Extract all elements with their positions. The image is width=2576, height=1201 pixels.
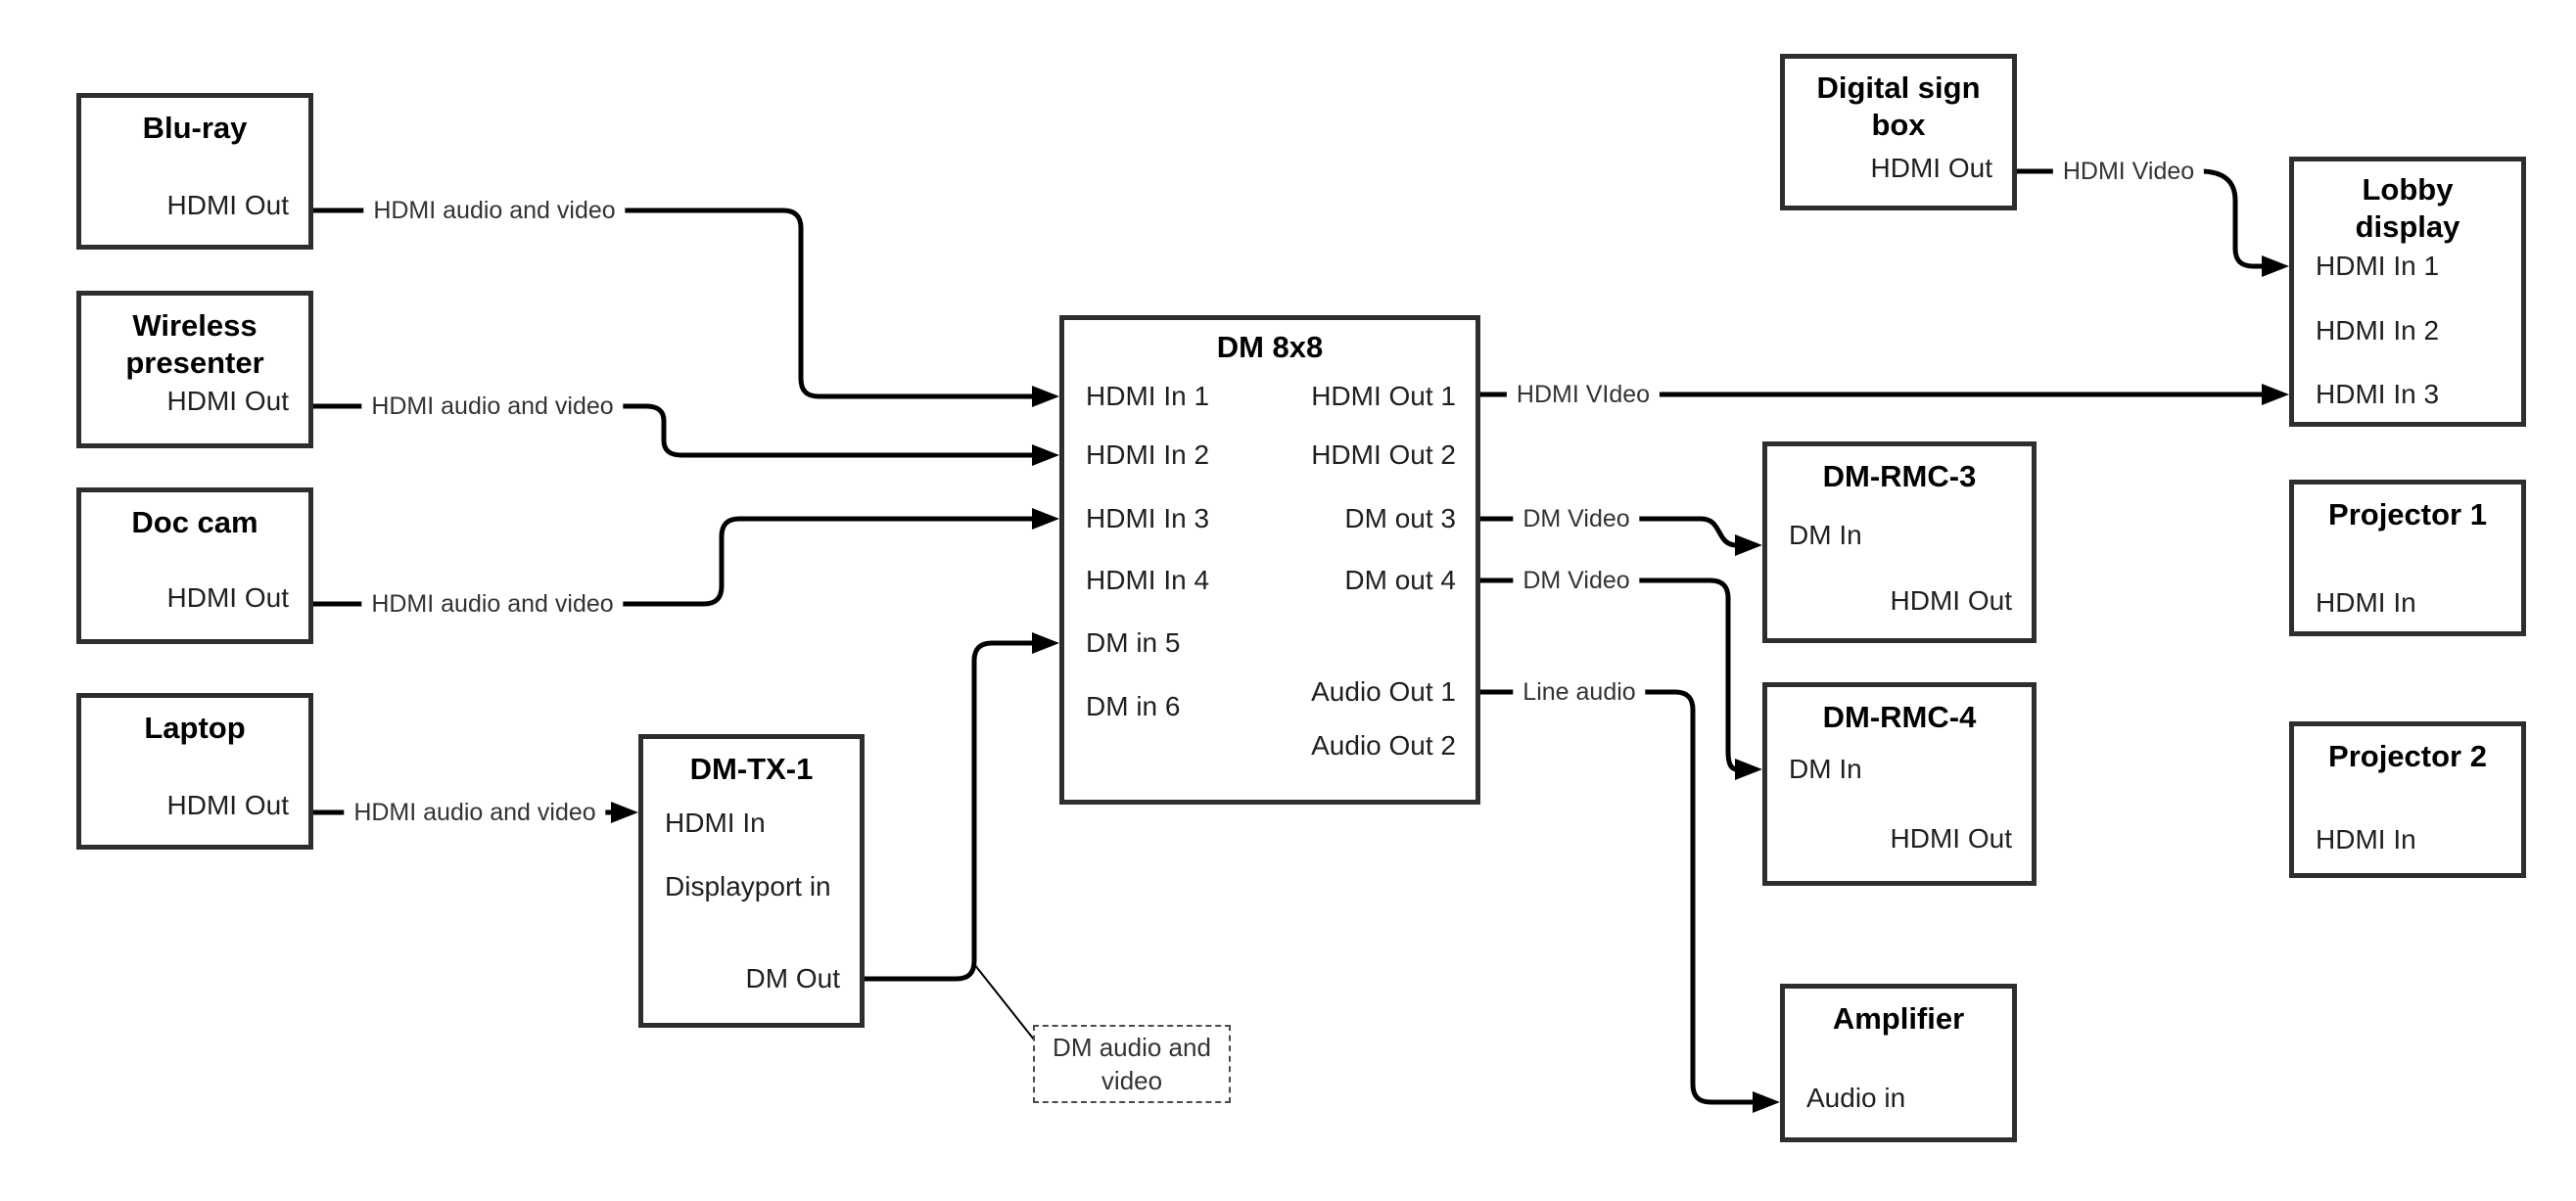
node-lobby-display: Lobby display HDMI In 1 HDMI In 2 HDMI I… xyxy=(2289,157,2526,427)
wire-doccam-to-dm8x8-in3 xyxy=(313,516,1034,607)
port-hdmi-in-2: HDMI In 2 xyxy=(2316,315,2440,346)
wire-dm8x8-out4-to-rmc4 xyxy=(1480,577,1738,772)
wire-label-dm-video-1: DM Video xyxy=(1513,504,1640,533)
wire-label-hdmi-audio-video-4: HDMI audio and video xyxy=(344,798,606,827)
title-line-2: presenter xyxy=(125,346,264,380)
wire-dm8x8-audio1-to-amplifier xyxy=(1480,689,1755,1105)
port-hdmi-in-1: HDMI In 1 xyxy=(1086,381,1210,411)
node-laptop: Laptop HDMI Out xyxy=(76,693,313,850)
node-title: Blu-ray xyxy=(142,111,248,145)
port-hdmi-out-1: HDMI Out 1 xyxy=(1311,381,1456,411)
title-line-1: Digital sign xyxy=(1816,70,1981,105)
node-title: Laptop xyxy=(144,711,246,745)
port-dm-in: DM In xyxy=(1789,520,1862,550)
node-title: Amplifier xyxy=(1832,1001,1965,1036)
port-hdmi-in-1: HDMI In 1 xyxy=(2316,251,2440,281)
arrowhead-lobby-in1 xyxy=(2262,255,2289,277)
node-doc-cam: Doc cam HDMI Out xyxy=(76,487,313,644)
node-title: DM-TX-1 xyxy=(689,752,814,786)
node-dm-rmc-3: DM-RMC-3 DM In HDMI Out xyxy=(1762,441,2037,643)
port-audio-in: Audio in xyxy=(1806,1083,1906,1113)
port-audio-out-2: Audio Out 2 xyxy=(1311,730,1456,761)
port-hdmi-out: HDMI Out xyxy=(166,790,289,820)
port-dm-out-3: DM out 3 xyxy=(1344,503,1456,533)
arrowhead-dm8x8-in2 xyxy=(1032,444,1059,466)
arrowhead-rmc4-dm-in xyxy=(1735,759,1762,780)
port-hdmi-out: HDMI Out xyxy=(1890,585,2012,616)
arrowhead-amplifier-audio-in xyxy=(1753,1091,1780,1113)
port-hdmi-in-3: HDMI In 3 xyxy=(2316,379,2440,409)
wire-digitalsign-to-lobby-in1 xyxy=(2017,168,2264,269)
annotation-line-1: DM audio and xyxy=(1053,1033,1211,1062)
port-hdmi-out: HDMI Out xyxy=(166,190,289,220)
node-title: Wireless presenter xyxy=(81,307,308,382)
port-hdmi-out: HDMI Out xyxy=(1890,823,2012,854)
node-title: Digital sign box xyxy=(1785,69,2012,144)
node-blu-ray: Blu-ray HDMI Out xyxy=(76,93,313,250)
port-hdmi-out: HDMI Out xyxy=(166,386,289,416)
port-dm-out: DM Out xyxy=(745,963,840,993)
title-line-2: display xyxy=(2355,209,2460,244)
title-line-1: Lobby xyxy=(2362,172,2454,207)
arrowhead-dm8x8-in1 xyxy=(1032,386,1059,407)
port-dm-out-4: DM out 4 xyxy=(1344,565,1456,595)
port-audio-out-1: Audio Out 1 xyxy=(1311,676,1456,707)
wire-label-hdmi-audio-video-2: HDMI audio and video xyxy=(361,392,624,421)
port-hdmi-in-4: HDMI In 4 xyxy=(1086,565,1210,595)
node-dm-rmc-4: DM-RMC-4 DM In HDMI Out xyxy=(1762,682,2037,886)
port-hdmi-in-3: HDMI In 3 xyxy=(1086,503,1210,533)
wire-bluray-to-dm8x8-in1 xyxy=(313,208,1034,399)
wire-wireless-to-dm8x8-in2 xyxy=(313,403,1034,458)
port-dm-in-6: DM in 6 xyxy=(1086,691,1181,721)
wire-label-hdmi-video-typo: HDMI VIdeo xyxy=(1506,380,1661,409)
annotation-dm-audio-and-video: DM audio and video xyxy=(1033,1025,1231,1103)
wire-label-hdmi-video: HDMI Video xyxy=(2052,157,2205,186)
wire-label-hdmi-audio-video-3: HDMI audio and video xyxy=(361,589,624,619)
annotation-line-2: video xyxy=(1101,1066,1163,1095)
node-title: Doc cam xyxy=(131,505,258,539)
port-displayport-in: Displayport in xyxy=(665,871,831,901)
port-dm-in: DM In xyxy=(1789,754,1862,784)
arrowhead-dmtx-hdmi-in xyxy=(611,802,638,823)
node-digital-sign-box: Digital sign box HDMI Out xyxy=(1780,54,2017,210)
node-wireless-presenter: Wireless presenter HDMI Out xyxy=(76,291,313,448)
node-title: Lobby display xyxy=(2294,171,2521,246)
title-line-2: box xyxy=(1871,108,1926,142)
arrowhead-rmc3-dm-in xyxy=(1735,534,1762,556)
node-projector-2: Projector 2 HDMI In xyxy=(2289,721,2526,878)
node-title: DM-RMC-4 xyxy=(1822,700,1977,734)
wire-label-hdmi-audio-video-1: HDMI audio and video xyxy=(363,196,626,225)
port-hdmi-out: HDMI Out xyxy=(1870,153,1992,183)
node-dm-8x8: DM 8x8 HDMI In 1 HDMI In 2 HDMI In 3 HDM… xyxy=(1059,315,1480,805)
arrowhead-lobby-in3 xyxy=(2262,384,2289,405)
wire-label-line-audio: Line audio xyxy=(1513,677,1646,707)
wire-label-dm-video-2: DM Video xyxy=(1513,566,1640,595)
port-dm-in-5: DM in 5 xyxy=(1086,627,1181,658)
port-hdmi-in-2: HDMI In 2 xyxy=(1086,439,1210,470)
annotation-callout-line xyxy=(973,963,1035,1040)
port-hdmi-in: HDMI In xyxy=(2316,824,2416,855)
node-title: Projector 1 xyxy=(2328,497,2487,531)
node-title: DM 8x8 xyxy=(1216,330,1324,364)
arrowhead-dm8x8-in5 xyxy=(1032,632,1059,654)
arrowhead-dm8x8-in3 xyxy=(1032,508,1059,530)
title-line-1: Wireless xyxy=(132,308,258,343)
node-amplifier: Amplifier Audio in xyxy=(1780,984,2017,1142)
node-title: DM-RMC-3 xyxy=(1822,459,1977,493)
node-dm-tx-1: DM-TX-1 HDMI In Displayport in DM Out xyxy=(638,734,865,1028)
port-hdmi-out: HDMI Out xyxy=(166,582,289,613)
port-hdmi-in: HDMI In xyxy=(665,808,766,838)
port-hdmi-out-2: HDMI Out 2 xyxy=(1311,439,1456,470)
wire-dm8x8-out3-to-rmc3 xyxy=(1480,516,1738,548)
node-title: Projector 2 xyxy=(2328,739,2487,773)
port-hdmi-in: HDMI In xyxy=(2316,587,2416,618)
node-projector-1: Projector 1 HDMI In xyxy=(2289,480,2526,636)
wire-dmtx-to-dm8x8-in5 xyxy=(865,640,1034,982)
